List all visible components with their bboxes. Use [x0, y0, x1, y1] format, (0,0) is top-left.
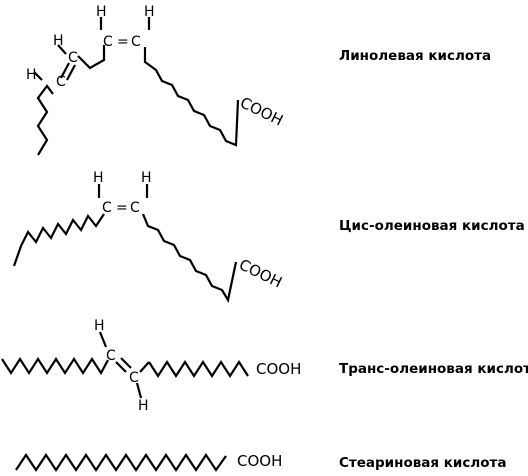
double-bond-sign: =: [117, 34, 129, 50]
atom-h: H: [94, 318, 105, 334]
atom-h: H: [26, 67, 37, 83]
trans-double-bond-a: [115, 361, 127, 373]
trans-cooh-group: COOH: [256, 360, 301, 378]
atom-c: C: [131, 34, 141, 50]
stearic-chain: [15, 453, 227, 472]
atom-c: C: [106, 348, 116, 364]
trans-c-h-bond-2: [135, 382, 143, 399]
trans-c-h-bond-1: [98, 331, 108, 348]
trans-left-chain: [1, 356, 109, 376]
linoleic-acid-label: Линолевая кислота: [339, 48, 492, 64]
trans-oleic-acid-structure: H C C H COOH: [1, 318, 301, 414]
atom-c: C: [103, 34, 113, 50]
atom-h: H: [144, 4, 155, 20]
linoleic-c-h-bond-1: [33, 71, 43, 81]
cis-left-chain: [12, 213, 105, 267]
linoleic-double-bond-b: [66, 64, 76, 81]
linoleic-middle-chain: [77, 45, 106, 70]
atom-c: C: [102, 200, 112, 216]
atom-h: H: [138, 398, 149, 414]
stearic-acid-structure: COOH: [15, 452, 282, 472]
atom-c: C: [68, 50, 78, 66]
atom-c: C: [56, 74, 66, 90]
cis-right-chain: [141, 213, 238, 303]
linoleic-double-bond-a: [60, 62, 70, 79]
trans-double-bond-b: [120, 357, 132, 369]
atom-c: C: [129, 370, 139, 386]
linoleic-carboxyl-chain: [143, 47, 240, 147]
linoleic-acid-structure: H C C H H H C = C COOH: [26, 4, 286, 156]
linoleic-tail-chain: [36, 84, 54, 156]
atom-h: H: [141, 170, 152, 186]
atom-h: H: [93, 170, 104, 186]
cis-oleic-acid-label: Цис-олеиновая кислота: [339, 218, 525, 234]
linoleic-c-h-bond-2: [57, 44, 67, 55]
trans-bond-link: [139, 361, 150, 373]
linoleic-cooh-group: COOH: [237, 93, 286, 129]
cis-cooh-group: COOH: [236, 255, 285, 291]
atom-h: H: [53, 33, 64, 49]
trans-right-chain: [148, 359, 249, 379]
trans-oleic-acid-label: Транс-олеиновая кислота: [339, 361, 528, 377]
atom-c: C: [130, 200, 140, 216]
cis-oleic-acid-structure: H H C = C COOH: [12, 170, 285, 303]
double-bond-sign: =: [116, 200, 128, 216]
stearic-acid-label: Стеариновая кислота: [339, 455, 507, 471]
atom-h: H: [96, 4, 107, 20]
stearic-cooh-group: COOH: [237, 452, 282, 470]
